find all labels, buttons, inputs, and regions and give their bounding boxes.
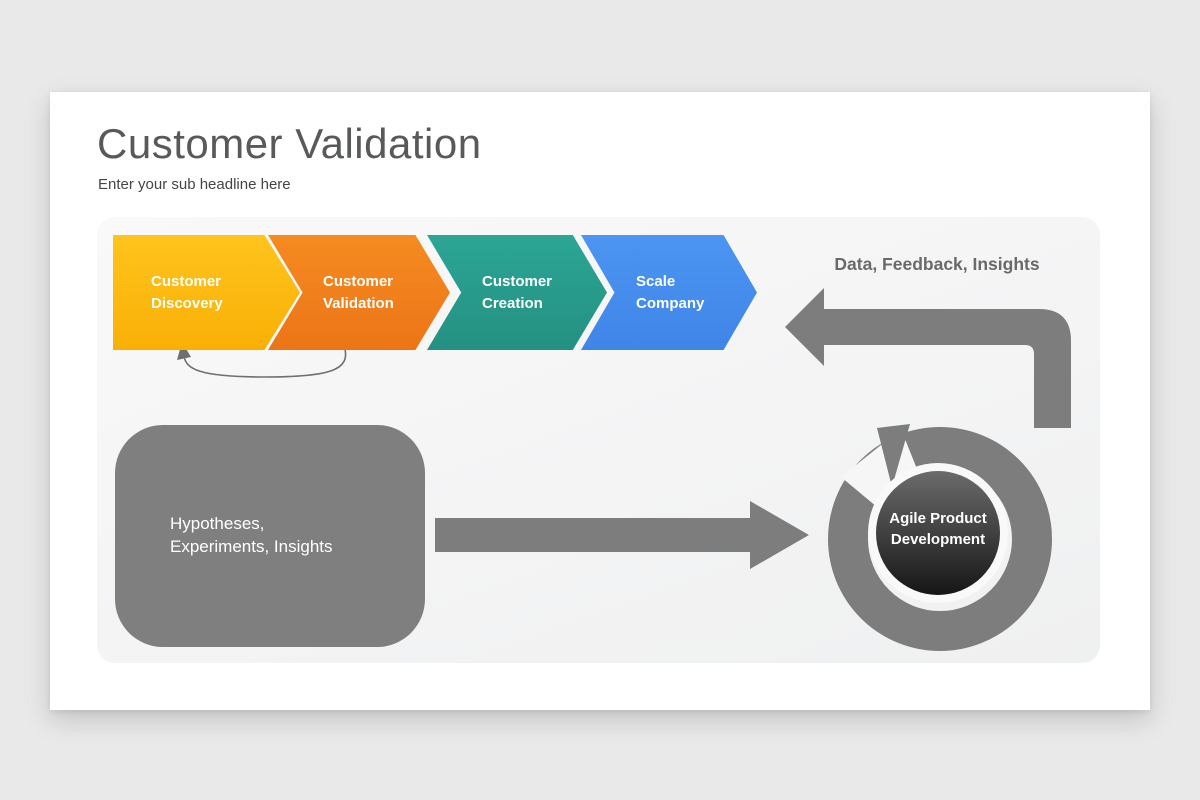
- hypotheses-line: Experiments, Insights: [170, 537, 333, 556]
- agile-label-line: Agile Product: [889, 510, 987, 527]
- step-label-line: Customer: [323, 272, 394, 290]
- agile-label-line: Development: [890, 531, 986, 548]
- step-customer-discovery: Customer Discovery: [113, 235, 300, 350]
- feedback-caption: Data, Feedback, Insights: [834, 254, 1040, 274]
- step-label-line: Discovery: [151, 294, 223, 312]
- diagram-panel: Customer Discovery Customer Validation C…: [97, 217, 1100, 663]
- data-feedback-arrow-icon: [785, 288, 1071, 428]
- iteration-loop-arrow-icon: [177, 342, 347, 378]
- step-label-line: Customer: [482, 272, 553, 290]
- hypotheses-box: Hypotheses, Experiments, Insights: [115, 425, 425, 647]
- hypotheses-line: Hypotheses,: [170, 514, 265, 534]
- slide-canvas: Customer Validation Enter your sub headl…: [50, 92, 1150, 710]
- agile-cycle-ring-icon: [828, 424, 1052, 651]
- page-subtitle: Enter your sub headline here: [98, 176, 291, 193]
- diagram-vector-layer: [177, 288, 1071, 651]
- step-label-line: Scale: [636, 272, 676, 290]
- step-label-line: Customer: [151, 272, 222, 290]
- page-title: Customer Validation: [97, 120, 482, 167]
- step-label-line: Company: [636, 294, 705, 312]
- agile-core-label: Agile Product Development: [848, 508, 1028, 550]
- hypotheses-flow-arrow-icon: [435, 501, 809, 569]
- step-label-line: Validation: [323, 294, 394, 312]
- step-label-line: Creation: [482, 294, 543, 312]
